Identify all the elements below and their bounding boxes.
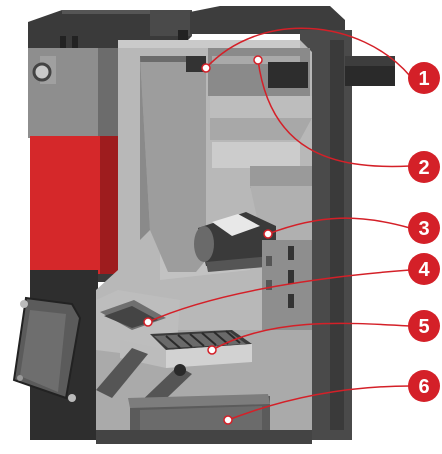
top-lid — [28, 6, 345, 54]
fuel-hopper — [140, 56, 206, 272]
leader-lines — [147, 27, 411, 421]
callout-2-number: 2 — [418, 157, 429, 179]
leader-endpoints — [143, 55, 273, 425]
callout-1-number: 1 — [418, 68, 429, 90]
callout-3: 3 — [408, 212, 440, 244]
leader-line-4 — [147, 269, 411, 323]
callout-5-number: 5 — [418, 316, 429, 338]
leader-line-2 — [257, 59, 411, 168]
callout-3-number: 3 — [418, 218, 429, 240]
leader-line-3 — [267, 217, 411, 235]
callout-2: 2 — [408, 151, 440, 183]
red-side-panel — [30, 136, 102, 276]
callout-1: 1 — [408, 62, 440, 94]
lower-door — [12, 270, 98, 440]
burner-nozzle — [194, 212, 276, 272]
leader-line-1 — [205, 27, 411, 77]
sight-glass — [32, 62, 52, 82]
flue-outlet-channel — [208, 48, 310, 96]
callout-5: 5 — [408, 310, 440, 342]
outer-cabinet — [28, 48, 122, 282]
leader-line-5 — [211, 322, 411, 351]
callout-4: 4 — [408, 253, 440, 285]
ash-pan — [96, 394, 312, 444]
callout-6-number: 6 — [418, 376, 429, 398]
leader-line-6 — [227, 385, 411, 421]
callout-4-number: 4 — [418, 259, 430, 281]
callout-6: 6 — [408, 370, 440, 402]
side-grille — [262, 240, 312, 330]
rear-wall — [300, 30, 395, 440]
